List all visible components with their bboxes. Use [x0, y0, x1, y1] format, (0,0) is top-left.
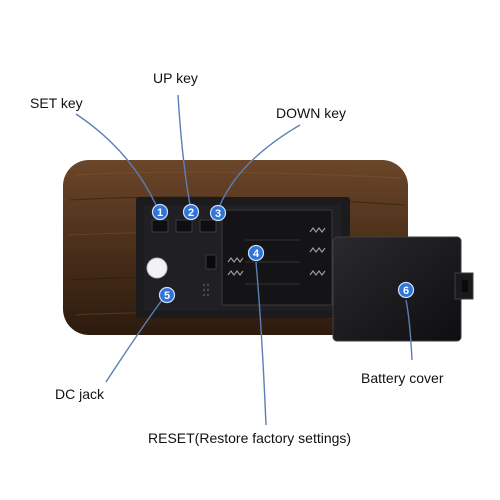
- set-button[interactable]: [151, 219, 169, 233]
- up-button[interactable]: [175, 219, 193, 233]
- light-sensor: [146, 257, 168, 279]
- set-key-label: SET key: [30, 95, 83, 111]
- marker-5-text: 5: [164, 290, 170, 302]
- up-key-label: UP key: [153, 70, 198, 86]
- reset-hole[interactable]: [205, 254, 217, 270]
- battery-cover[interactable]: [332, 236, 474, 342]
- marker-3-text: 3: [215, 208, 221, 220]
- leader-battery-cover: [405, 299, 413, 361]
- marker-1: 1: [151, 203, 169, 221]
- leader-dc: [105, 299, 163, 383]
- marker-4: 4: [247, 244, 265, 262]
- leader-lines: [75, 94, 413, 426]
- leader-set: [75, 113, 157, 206]
- marker-5: 5: [158, 286, 176, 304]
- marker-6: 6: [397, 281, 415, 299]
- marker-3: 3: [209, 204, 227, 222]
- speaker-grille: [202, 283, 210, 297]
- marker-4-text: 4: [253, 248, 260, 260]
- battery-compartment: [221, 209, 333, 306]
- marker-2-text: 2: [188, 207, 194, 219]
- marker-2: 2: [182, 203, 200, 221]
- leader-down: [219, 124, 301, 206]
- down-key-label: DOWN key: [276, 105, 346, 121]
- marker-1-text: 1: [157, 207, 163, 219]
- battery-cover-label: Battery cover: [361, 370, 444, 386]
- down-button[interactable]: [199, 219, 217, 233]
- leader-up: [177, 94, 191, 206]
- reset-label: RESET(Restore factory settings): [148, 430, 352, 446]
- leader-reset: [255, 261, 267, 426]
- dc-jack-label: DC jack: [55, 386, 105, 402]
- marker-6-text: 6: [403, 285, 409, 297]
